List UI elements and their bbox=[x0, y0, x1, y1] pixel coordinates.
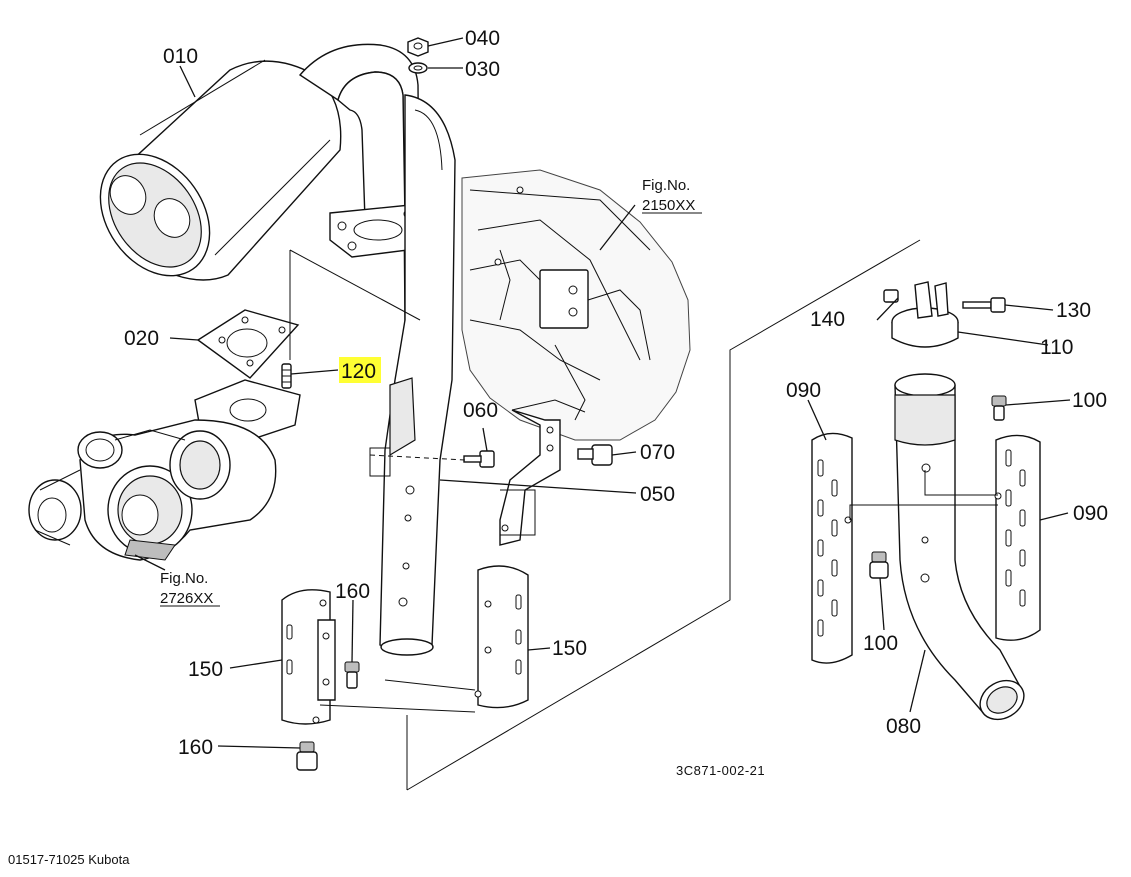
callout-040: 040 bbox=[465, 27, 500, 50]
stud-part-120 bbox=[281, 363, 292, 389]
figure-ref-2150xx: Fig.No. 2150XX bbox=[642, 177, 702, 214]
heat-shield-part-150-left bbox=[281, 589, 336, 725]
heat-shield-part-150-right bbox=[474, 565, 529, 709]
callout-150-left: 150 bbox=[188, 658, 223, 681]
bolt-part-160-lower bbox=[296, 741, 318, 771]
bolt-part-100-upper bbox=[991, 395, 1007, 421]
leader-lines bbox=[134, 37, 1071, 749]
callout-140: 140 bbox=[810, 308, 845, 331]
engine-block-outline bbox=[461, 169, 691, 441]
figure-ref-2726xx-line1: Fig.No. bbox=[160, 570, 208, 587]
bracket-part-050 bbox=[499, 399, 586, 546]
callout-160-lower: 160 bbox=[178, 736, 213, 759]
inset-box-outline bbox=[289, 239, 921, 791]
figure-ref-2726xx: Fig.No. 2726XX bbox=[160, 570, 220, 607]
callout-100-right: 100 bbox=[1072, 389, 1107, 412]
gasket-part-020 bbox=[196, 309, 300, 379]
washer-part-030 bbox=[408, 62, 428, 74]
callout-080: 080 bbox=[886, 715, 921, 738]
callout-020: 020 bbox=[124, 327, 159, 350]
figure-ref-2726xx-line2: 2726XX bbox=[160, 590, 213, 607]
callout-010: 010 bbox=[163, 45, 198, 68]
drawing-code: 3C871-002-21 bbox=[676, 763, 765, 778]
callout-labels: 010 020 030 040 050 060 070 080 090 090 … bbox=[124, 27, 1108, 759]
figure-ref-2150xx-line2: 2150XX bbox=[642, 197, 695, 214]
bolt-part-160-upper bbox=[344, 661, 360, 689]
nut-part-040 bbox=[407, 37, 429, 57]
bolt-part-130 bbox=[962, 297, 1006, 313]
figure-ref-2150xx-line1: Fig.No. bbox=[642, 177, 690, 194]
callout-160-upper: 160 bbox=[335, 580, 370, 603]
callout-060: 060 bbox=[463, 399, 498, 422]
exhaust-pipe-part-080 bbox=[894, 373, 1025, 721]
callout-070: 070 bbox=[640, 441, 675, 464]
bolt-part-070 bbox=[577, 444, 613, 466]
turbocharger bbox=[28, 379, 301, 561]
callout-100-lower: 100 bbox=[863, 632, 898, 655]
callout-120: 120 bbox=[341, 360, 376, 383]
heat-shield-part-090-left bbox=[811, 432, 853, 664]
nut-part-140 bbox=[883, 289, 899, 303]
page-caption: 01517-71025 Kubota bbox=[8, 852, 130, 867]
bolt-part-100-lower bbox=[869, 551, 889, 579]
muffler-part-010 bbox=[99, 43, 426, 321]
bolt-part-060 bbox=[463, 450, 495, 468]
callout-030: 030 bbox=[465, 58, 500, 81]
exhaust-pipe-center bbox=[379, 94, 456, 656]
highlight-120 bbox=[339, 357, 381, 383]
callout-090-left: 090 bbox=[786, 379, 821, 402]
callout-090-right: 090 bbox=[1073, 502, 1108, 525]
callout-110: 110 bbox=[1040, 336, 1073, 359]
clamp-part-110 bbox=[891, 281, 959, 348]
callout-150-right: 150 bbox=[552, 637, 587, 660]
callout-050: 050 bbox=[640, 483, 675, 506]
heat-shield-part-090-right bbox=[994, 434, 1041, 641]
callout-130: 130 bbox=[1056, 299, 1091, 322]
